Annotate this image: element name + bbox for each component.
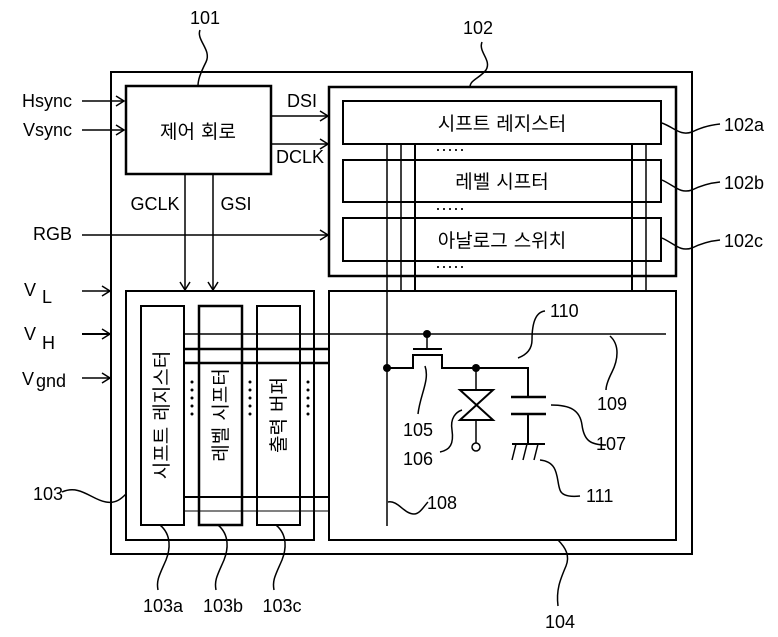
ref-108: 108	[427, 493, 457, 513]
block-103a-label: 시프트 레지스터	[151, 351, 173, 479]
input-rgb-label: RGB	[33, 224, 72, 244]
signal-gclk-label: GCLK	[130, 194, 179, 214]
leader-108	[388, 502, 428, 514]
ref-102a: 102a	[724, 115, 765, 135]
leader-105	[418, 366, 426, 414]
gate-ellipsis-dots	[191, 381, 310, 416]
ref-102c: 102c	[724, 231, 763, 251]
ref-105: 105	[403, 420, 433, 440]
block-102c-label: 아날로그 스위치	[438, 230, 566, 252]
input-vl-label: V	[24, 280, 36, 300]
ref-106: 106	[403, 449, 433, 469]
input-vh-sub: H	[42, 333, 55, 353]
ref-110: 110	[550, 301, 579, 321]
leader-103	[62, 490, 126, 503]
cap-top-wire	[476, 368, 528, 397]
input-hsync-label: Hsync	[22, 91, 72, 111]
ref-103: 103	[33, 484, 63, 504]
input-vh-label: V	[24, 324, 36, 344]
leader-103a	[157, 525, 169, 590]
ellipsis-3: ·····	[435, 256, 465, 276]
ref-104: 104	[545, 612, 575, 632]
leader-104	[557, 540, 567, 606]
ref-103c: 103c	[262, 596, 301, 616]
leader-109	[606, 336, 617, 390]
display-element-106-icon	[460, 390, 493, 420]
signal-gsi-label: GSI	[220, 194, 251, 214]
block-102b-label: 레벨 시프터	[455, 171, 548, 193]
input-vgnd-sub: gnd	[36, 371, 66, 391]
leader-101	[198, 30, 207, 86]
input-vl-sub: L	[42, 287, 52, 307]
leader-103b	[215, 525, 227, 590]
input-vgnd-label: V	[22, 369, 34, 389]
transistor-105-channel	[387, 355, 478, 368]
leader-111	[540, 460, 580, 496]
ref-102: 102	[463, 18, 493, 38]
ref-111: 111	[586, 486, 613, 506]
block-102a-label: 시프트 레지스터	[438, 113, 566, 135]
pixel-area-box	[329, 291, 676, 540]
ref-101: 101	[190, 8, 220, 28]
ref-103a: 103a	[143, 596, 184, 616]
leader-103c	[273, 525, 285, 590]
ref-102b: 102b	[724, 173, 764, 193]
signal-dclk-label: DCLK	[276, 147, 324, 167]
ref-103b: 103b	[203, 596, 243, 616]
block-103b-label: 레벨 시프터	[210, 368, 232, 461]
common-electrode-terminal-icon	[472, 443, 480, 451]
input-vsync-label: Vsync	[23, 120, 72, 140]
source-node-dot	[383, 364, 391, 372]
control-circuit-label: 제어 회로	[160, 121, 236, 143]
ref-109: 109	[597, 394, 627, 414]
block-103c-label: 출력 버퍼	[268, 377, 290, 453]
ellipsis-1: ·····	[435, 139, 465, 159]
leader-106	[440, 410, 462, 452]
ellipsis-2: ·····	[435, 198, 465, 218]
signal-dsi-label: DSI	[287, 91, 317, 111]
leader-102	[470, 42, 488, 87]
ground-111-icon	[512, 444, 538, 460]
